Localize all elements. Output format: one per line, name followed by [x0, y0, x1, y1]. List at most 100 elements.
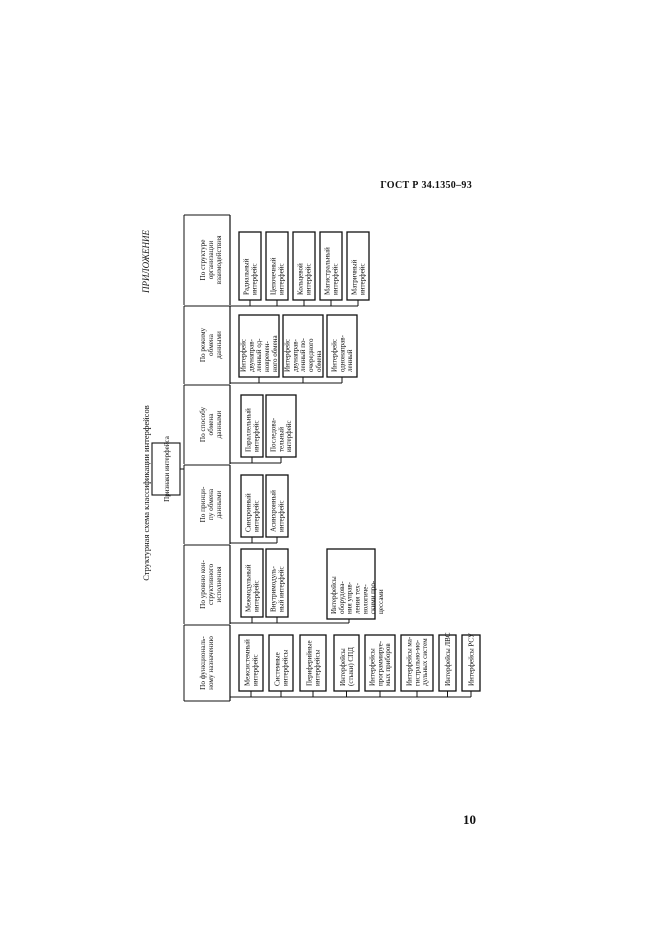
item-box-5-1 [238, 314, 280, 378]
item-label-6-1-line: интерфейс [250, 263, 258, 295]
item-label-4-1-line: интерфейс [252, 420, 260, 452]
item-label-1-8: Интерфейсы РСУ [468, 633, 476, 686]
item-label-6-3-line: интерфейс [304, 263, 312, 295]
item-label-3-2: Асинхронныйинтерфейс [270, 490, 286, 532]
item-label-1-6-line: гистрально-мо- [413, 639, 421, 686]
item-label-1-4: Интерфейсы(стыки) СПД [339, 647, 355, 686]
item-label-5-3-line: Интерфейс [331, 339, 339, 372]
item-label-4-2-line: тельный [277, 427, 285, 452]
item-box-3-1 [240, 474, 264, 538]
extra-label-line: ления тех- [354, 582, 362, 614]
item-label-2-1-line: интерфейс [252, 580, 260, 612]
item-label-1-7: Интерфейсы ЛВС [444, 632, 452, 686]
item-label-6-1: Радиальныйинтерфейс [243, 258, 259, 295]
category-label-6-line: По структуре [199, 240, 207, 281]
extra-label-line: Интерфейсы [330, 576, 338, 614]
category-label-4-line: данными [215, 410, 223, 438]
diagram-title: Структурная схема классификации интерфей… [141, 405, 151, 580]
item-label-5-2-line: Интерфейс [284, 339, 292, 372]
diagram-title-line: Структурная схема классификации интерфей… [141, 405, 151, 580]
item-label-1-2-line: Системные [274, 652, 282, 686]
item-label-6-3-line: Кольцевой [297, 263, 305, 295]
item-label-2-1-line: Межмодульный [245, 564, 253, 612]
item-label-5-2: Интерфейсдвунаправ-ленный по-очередногоо… [284, 337, 323, 372]
item-label-5-3: Интерфейсоднонаправ-ленный [331, 334, 355, 372]
diagram-container: ПРИЛОЖЕНИЕ Структурная схема классификаци… [137, 205, 492, 705]
item-label-6-3: Кольцевойинтерфейс [297, 263, 313, 295]
item-label-5-1-line: Интерфейс [240, 339, 248, 372]
item-label-1-3: Периферийныеинтерфейсы [306, 640, 322, 686]
category-label-2: По уровню кон-структивногоисполнения [199, 560, 223, 609]
item-label-6-5-line: Матричный [351, 259, 359, 295]
item-box-3-2 [265, 474, 289, 538]
item-label-1-2: Системныеинтерфейсы [274, 649, 290, 686]
item-label-5-3-line: однонаправ- [338, 334, 346, 372]
item-label-5-2-line: обмена [315, 350, 323, 372]
item-label-5-2-line: ленный по- [299, 337, 307, 372]
category-label-3-line: По принци- [199, 486, 207, 522]
item-label-4-1-line: Параллельный [245, 408, 253, 452]
item-box-1-6 [400, 634, 434, 692]
item-label-5-3-line: ленный [346, 349, 354, 372]
category-label-2-line: структивного [207, 564, 215, 605]
item-label-1-4-line: (стыки) СПД [347, 647, 355, 686]
appendix-label-line: ПРИЛОЖЕНИЕ [141, 230, 151, 294]
category-label-2-line: исполнения [215, 566, 223, 603]
item-label-2-2-line: Внутримодуль- [270, 566, 278, 612]
item-label-4-2-line: Последова- [270, 417, 278, 452]
item-label-2-2: Внутримодуль-ный интерфейс [270, 566, 286, 612]
item-label-6-2-line: интерфейс [277, 263, 285, 295]
category-label-1-line: По функциональ- [199, 636, 207, 690]
item-label-3-1-line: Синхронный [245, 493, 253, 532]
root-label-line: Признаки интерфейса [163, 435, 171, 502]
category-label-4-line: обмена [207, 413, 215, 436]
item-label-5-1-line: новремен- [263, 341, 271, 372]
item-label-1-4-line: Интерфейсы [339, 648, 347, 686]
category-label-1-line: ному назначению [207, 636, 215, 690]
item-label-3-1: Синхронныйинтерфейс [245, 493, 261, 532]
document-header: ГОСТ Р 34.1350–93 [380, 180, 472, 191]
root-label: Признаки интерфейса [163, 435, 171, 502]
item-box-6-1 [238, 231, 262, 301]
item-box-5-3 [326, 314, 358, 378]
item-label-1-3-line: Периферийные [306, 640, 314, 686]
item-label-1-1-line: Межсистемный [244, 639, 252, 686]
item-label-4-2-line: интерфейс [285, 420, 293, 452]
item-label-1-5-line: мых приборов [384, 643, 392, 686]
item-label-3-1-line: интерфейс [252, 500, 260, 532]
appendix-label: ПРИЛОЖЕНИЕ [141, 230, 151, 294]
item-label-1-6-line: Интерфейсы ма- [406, 636, 414, 686]
item-label-6-2: Цепочечныйинтерфейс [270, 257, 286, 295]
item-label-6-1-line: Радиальный [243, 258, 251, 295]
item-box-2-1 [240, 548, 264, 618]
extra-box [326, 548, 376, 620]
item-label-2-2-line: ный интерфейс [277, 566, 285, 612]
extra-label-line: цессами [377, 589, 385, 614]
item-label-4-2: Последова-тельныйинтерфейс [270, 417, 294, 452]
item-label-5-1: Интерфейсдвунаправ-ленный од-новремен-но… [240, 335, 279, 372]
item-box-1-8 [461, 634, 481, 692]
item-label-1-5-line: Интерфейсы [369, 648, 377, 686]
category-label-1: По функциональ-ному назначению [199, 636, 215, 690]
item-box-2-2 [265, 548, 289, 618]
item-label-5-2-line: двунаправ- [291, 338, 299, 372]
category-label-6-line: организации [207, 241, 215, 280]
item-label-5-1-line: двунаправ- [247, 338, 255, 372]
item-label-4-1: Параллельныйинтерфейс [245, 408, 261, 452]
page-number: 10 [463, 812, 476, 827]
item-label-1-1: Межсистемныйинтерфейс [244, 639, 260, 686]
item-box-5-2 [282, 314, 324, 378]
item-label-1-6-line: дульных систем [421, 638, 429, 686]
category-label-6-line: взаимодействия [215, 235, 223, 284]
item-box-1-7 [438, 634, 457, 692]
item-box-6-2 [265, 231, 289, 301]
item-box-4-2 [265, 394, 297, 458]
extra-label-line: оборудова- [338, 581, 346, 614]
item-label-3-2-line: Асинхронный [270, 490, 278, 532]
item-label-6-4-line: Магистральный [324, 247, 332, 295]
category-label-6: По структуреорганизациивзаимодействия [199, 235, 223, 284]
item-box-1-5 [364, 634, 396, 692]
item-label-5-1-line: ленный од- [255, 338, 263, 372]
extra-label-line: ния управ- [346, 581, 354, 614]
item-label-1-6: Интерфейсы ма-гистрально-мо-дульных сист… [406, 636, 430, 686]
